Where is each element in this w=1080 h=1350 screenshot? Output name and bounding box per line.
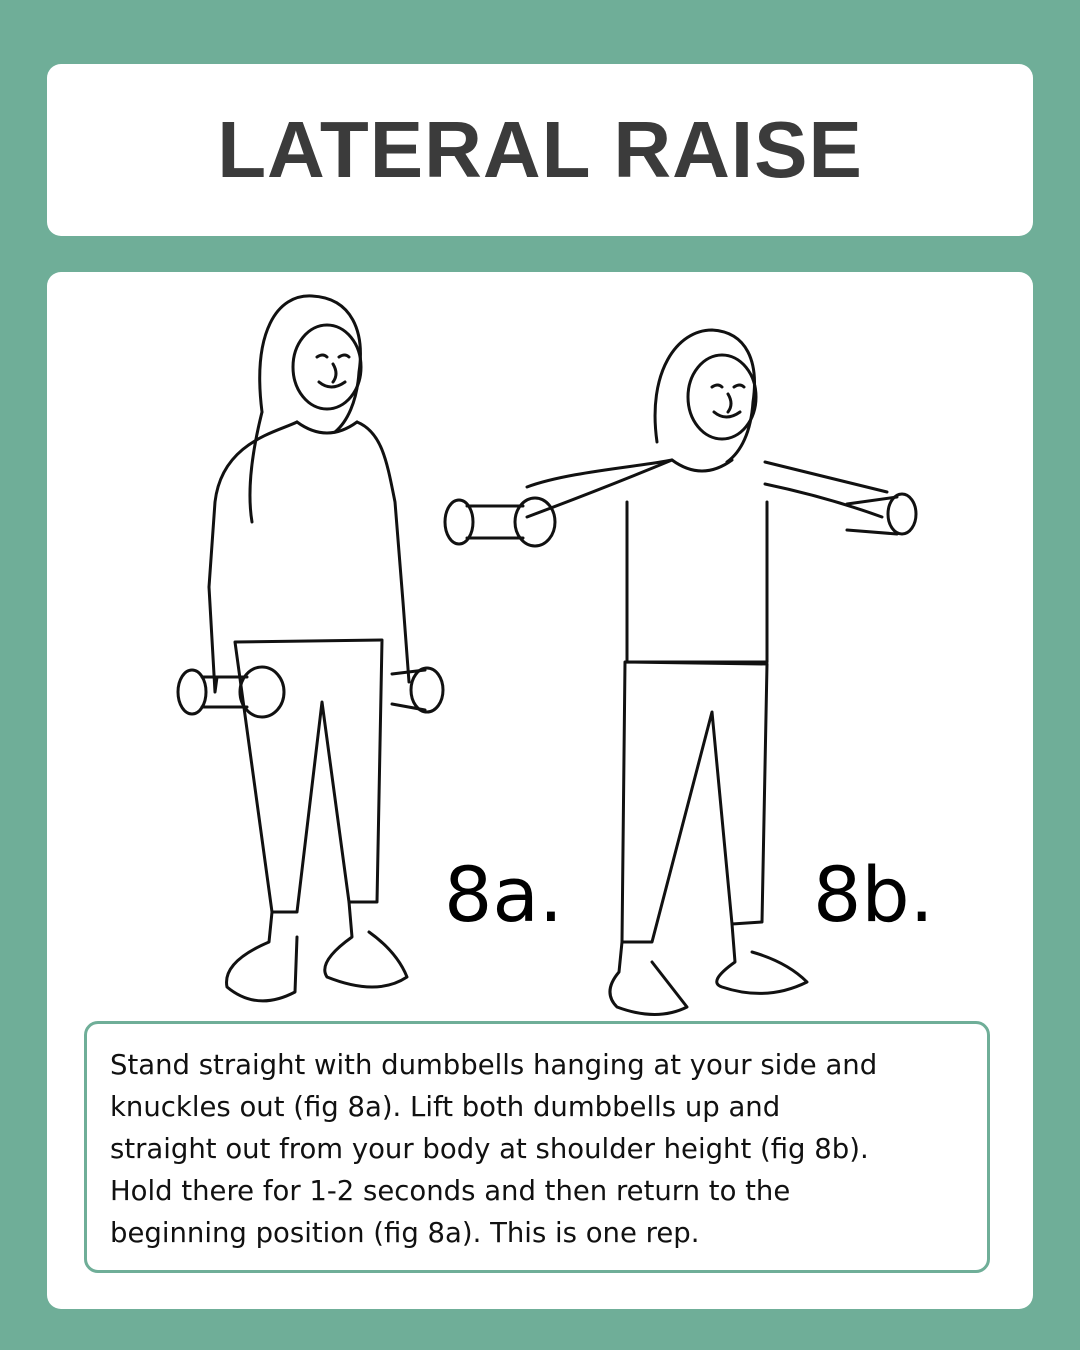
figure-8b-illustration	[443, 328, 918, 1016]
exercise-illustration	[176, 294, 918, 1016]
figure-label-8a: 8a.	[444, 850, 564, 939]
page-title: LATERAL RAISE	[217, 105, 863, 194]
instructions-box: Stand straight with dumbbells hanging at…	[84, 1021, 990, 1273]
instruction-line: Hold there for 1-2 seconds and then retu…	[110, 1175, 791, 1207]
exercise-card: 8a. 8b. Stand straight with dumbbells ha…	[47, 272, 1033, 1309]
title-card: LATERAL RAISE	[47, 64, 1033, 236]
figure-label-8b: 8b.	[813, 850, 934, 939]
instruction-line: knuckles out (fig 8a). Lift both dumbbel…	[110, 1091, 781, 1123]
figure-8a-illustration	[176, 294, 445, 1003]
instruction-line: beginning position (fig 8a). This is one…	[110, 1217, 700, 1249]
instruction-line: straight out from your body at shoulder …	[110, 1133, 869, 1165]
instruction-line: Stand straight with dumbbells hanging at…	[110, 1049, 878, 1081]
